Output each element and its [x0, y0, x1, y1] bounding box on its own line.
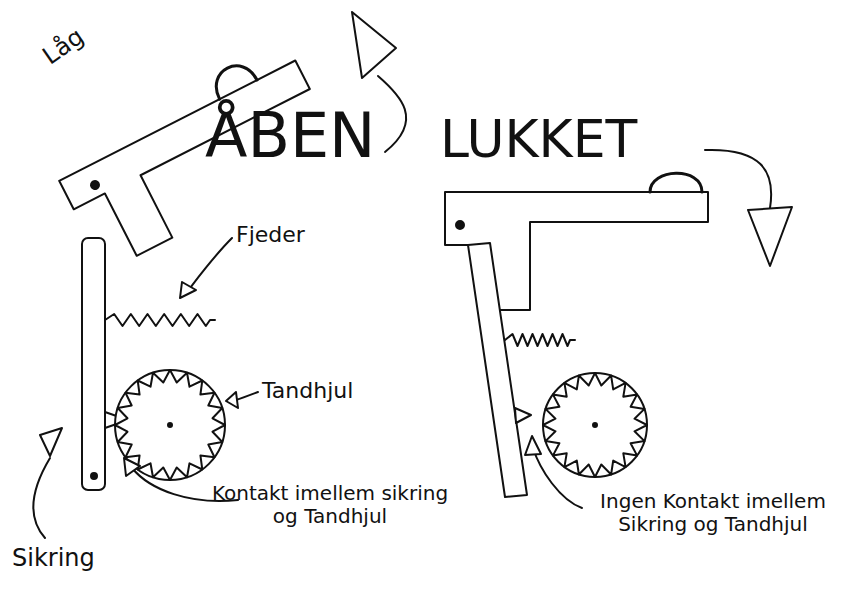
gear — [543, 373, 647, 477]
leader-line — [190, 238, 232, 288]
arrow-head — [748, 207, 792, 266]
leader-line — [33, 458, 50, 538]
gear-teeth — [543, 373, 647, 477]
spring — [505, 334, 575, 346]
gear — [115, 370, 225, 480]
note: Kontakt imellem sikring og Tandhjul — [205, 482, 455, 528]
arrow-head — [352, 12, 396, 78]
gear-rim — [115, 370, 225, 480]
state-heading: ÅBEN — [205, 100, 376, 171]
safety-tooth — [515, 408, 531, 423]
state-heading: LUKKET — [440, 110, 637, 170]
leader-line — [533, 448, 582, 508]
part-label: Sikring — [12, 545, 95, 573]
gear-teeth — [115, 370, 225, 480]
gear-axle — [593, 423, 597, 427]
part-label: Tandhjul — [262, 378, 353, 403]
note: Ingen Kontakt imellem Sikring og Tandhju… — [588, 490, 838, 536]
safety-bar — [468, 243, 527, 497]
gear-rim — [543, 373, 647, 477]
spring — [105, 314, 215, 326]
rotation-arrow — [378, 76, 406, 152]
leader-line — [236, 392, 258, 400]
part-label: Låg — [38, 23, 89, 70]
gear-axle — [168, 423, 172, 427]
part-label: Fjeder — [236, 222, 305, 247]
rotation-arrow — [705, 150, 771, 208]
safety-bar — [82, 238, 105, 490]
